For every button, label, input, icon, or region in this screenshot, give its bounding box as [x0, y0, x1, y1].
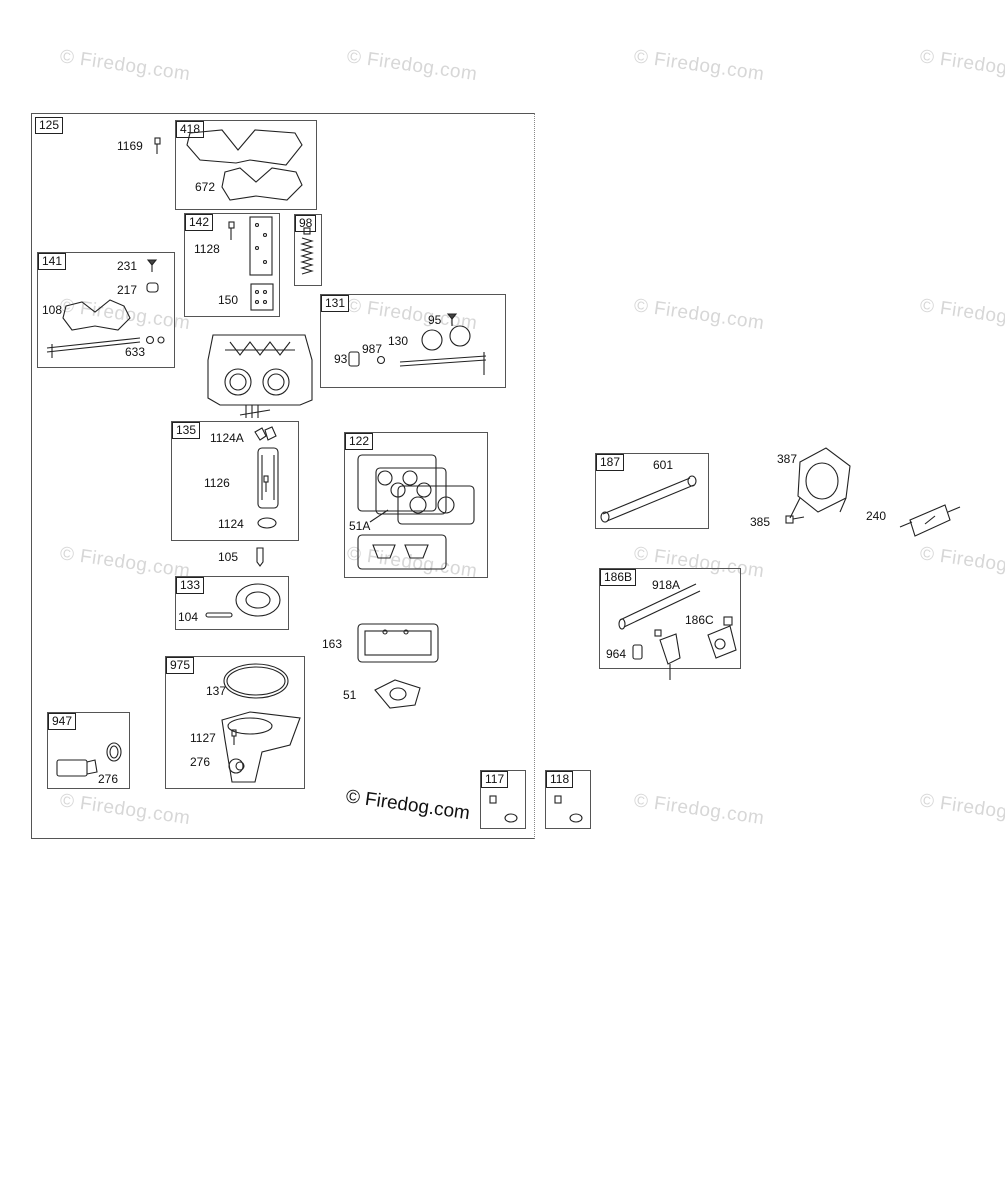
- bowl-133-icon: [205, 583, 281, 618]
- shaft-131-icon: [399, 352, 487, 375]
- group-frame-131: [320, 294, 506, 388]
- label-918A: 918A: [652, 578, 681, 592]
- group-frame-975: [165, 656, 305, 789]
- label-93: 93: [334, 352, 348, 366]
- group-frame-947: [47, 712, 130, 789]
- box-tag-975: 975: [166, 657, 195, 674]
- label-95: 95: [428, 313, 442, 327]
- box-tag-142: 142: [185, 214, 214, 231]
- screw-385-icon: [785, 515, 805, 524]
- box-tag-131: 131: [321, 295, 350, 312]
- group-frame-141: [37, 252, 175, 368]
- label-1127: 1127: [190, 731, 216, 745]
- label-104: 104: [178, 610, 199, 624]
- label-387: 387: [777, 452, 798, 466]
- label-1128: 1128: [194, 242, 220, 256]
- bar-633-icon: [46, 335, 165, 358]
- gasket-122-icon: [357, 454, 475, 570]
- fitting-117-icon: [489, 795, 518, 823]
- needle-105-icon: [256, 547, 264, 567]
- group-frame-418: [175, 120, 317, 210]
- gasket-163-icon: [357, 623, 439, 663]
- box-tag-133: 133: [176, 577, 205, 594]
- label-385: 385: [750, 515, 771, 529]
- assembly-frame-125: [31, 113, 535, 839]
- group-frame-133: [175, 576, 289, 630]
- group-frame-122: [344, 432, 488, 578]
- group-frame-98: [294, 214, 322, 286]
- valve-1124A-icon: [254, 426, 277, 441]
- clamp-964-icon: [632, 644, 643, 660]
- box-tag-122: 122: [345, 433, 374, 450]
- bracket-142-icon: [228, 216, 274, 311]
- label-1124: 1124: [218, 517, 244, 531]
- label-217: 217: [117, 283, 138, 297]
- fitting-186C-icon: [707, 616, 737, 659]
- screw-95-icon: [446, 313, 458, 326]
- box-tag-135: 135: [172, 422, 201, 439]
- label-1126: 1126: [204, 476, 230, 490]
- label-633: 633: [125, 345, 146, 359]
- label-105: 105: [218, 550, 239, 564]
- label-1124A: 1124A: [210, 431, 244, 445]
- box-tag-98: 98: [295, 215, 317, 232]
- oring-137-icon: [223, 663, 289, 699]
- label-964: 964: [606, 647, 627, 661]
- label-163: 163: [322, 637, 343, 651]
- label-987: 987: [362, 342, 383, 356]
- box-tag-141: 141: [38, 253, 67, 270]
- group-frame-135: [171, 421, 299, 541]
- group-frame-187: [595, 453, 709, 529]
- washer-987-icon: [376, 355, 386, 365]
- plate-130-icon: [421, 325, 471, 351]
- label-240: 240: [866, 509, 887, 523]
- box-tag-118: 118: [546, 771, 574, 788]
- label-51A: 51A: [349, 519, 371, 533]
- label-276-housing: 276: [190, 755, 211, 769]
- carburetor-body-icon: [207, 334, 313, 418]
- fuel-filter-240-icon: [899, 504, 961, 537]
- label-672: 672: [195, 180, 216, 194]
- label-51: 51: [343, 688, 357, 702]
- group-frame-142: [184, 213, 280, 317]
- label-186C: 186C: [685, 613, 714, 627]
- gasket-51-icon: [374, 679, 421, 709]
- solenoid-947-icon: [56, 742, 122, 777]
- plate-108-icon: [62, 299, 131, 331]
- housing-975-icon: [221, 711, 301, 783]
- nut-93-icon: [348, 351, 360, 367]
- fuel-pump-387-icon: [789, 447, 851, 519]
- label-231: 231: [117, 259, 138, 273]
- box-tag-117: 117: [481, 771, 509, 788]
- box-tag-947: 947: [48, 713, 77, 730]
- label-137: 137: [206, 684, 227, 698]
- float-1126-icon: [257, 447, 279, 509]
- box-tag-125: 125: [35, 117, 64, 134]
- hose-601-icon: [600, 475, 697, 523]
- screw-231-icon: [146, 259, 158, 272]
- label-130: 130: [388, 334, 409, 348]
- spring-98-icon: [300, 227, 314, 275]
- label-1169: 1169: [117, 139, 143, 153]
- label-108: 108: [42, 303, 63, 317]
- oring-276-icon: [235, 761, 245, 771]
- hose-918A-icon: [618, 583, 701, 630]
- valve-fitting-icon: [654, 629, 681, 680]
- cap-217-icon: [146, 282, 159, 293]
- box-tag-186B: 186B: [600, 569, 637, 586]
- gasket-418-icon: [186, 129, 303, 166]
- label-150: 150: [218, 293, 239, 307]
- oring-1124-icon: [257, 517, 277, 529]
- group-frame-118: [545, 770, 591, 829]
- gasket-672-icon: [221, 167, 303, 201]
- label-601: 601: [653, 458, 674, 472]
- box-tag-187: 187: [596, 454, 625, 471]
- fitting-118-icon: [554, 795, 583, 823]
- screw-1169-icon: [154, 137, 161, 154]
- label-276-solenoid: 276: [98, 772, 119, 786]
- group-frame-117: [480, 770, 526, 829]
